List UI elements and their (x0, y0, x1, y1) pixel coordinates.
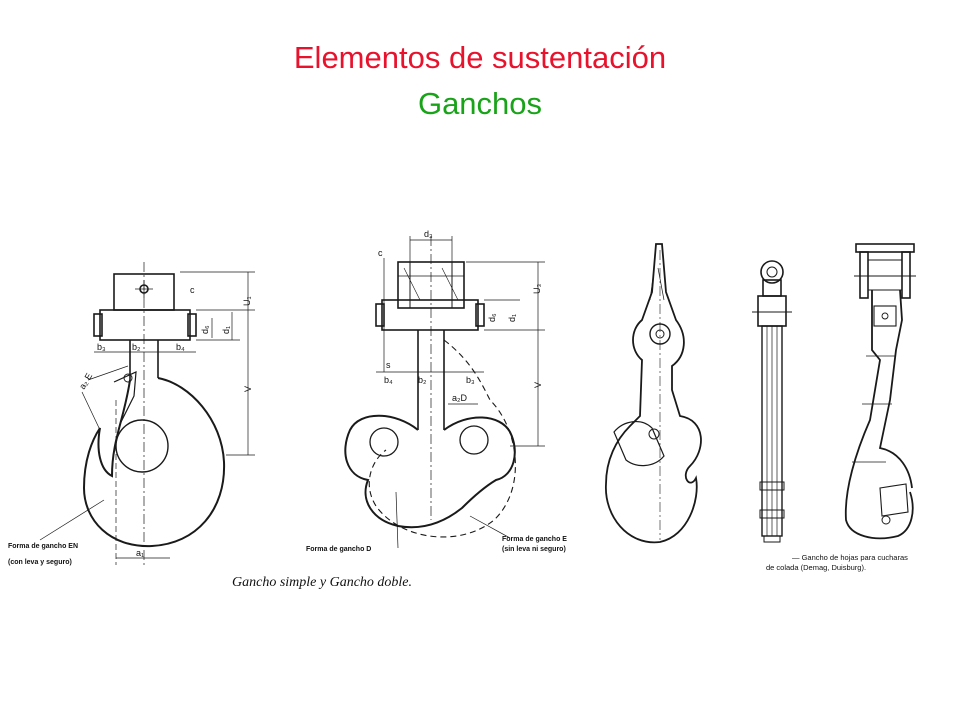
dim-b4: b₄ (176, 342, 185, 352)
simple-hook-dimensions: c U₁ d₆ d₁ b₃ b₂ b₄ a₂ E V a₁ Forma de g… (8, 285, 253, 566)
dim-c: c (378, 248, 383, 258)
double-hook-drawing (344, 236, 545, 549)
dim-b4: b₄ (384, 375, 393, 385)
dim-a2d: a₂D (452, 393, 467, 403)
slide-subtitle: Ganchos (417, 86, 543, 121)
dim-d6: d₆ (487, 313, 497, 322)
hook-en-label: Forma de gancho EN (8, 543, 78, 550)
dim-d6: d₆ (200, 325, 210, 334)
ladle-hook-caption: — Gancho de hojas para cucharas de colad… (766, 553, 908, 572)
dim-a1: a₁ (136, 548, 144, 558)
plate-hook-front-drawing (752, 260, 792, 543)
ladle-caption-line2: de colada (Demag, Duisburg). (766, 563, 866, 572)
dim-b3: b₃ (97, 342, 106, 352)
hook-e-sublabel: (sin leva ni seguro) (502, 546, 566, 553)
dim-b3: b₃ (466, 375, 475, 385)
double-hook-dimensions: d₃ c U₃ d₆ d₁ s b₄ b₂ b₃ a₂D V Forma de … (306, 229, 567, 553)
dim-v: V (533, 382, 543, 388)
dim-u3: U₃ (532, 284, 542, 294)
ladle-caption-line1: — Gancho de hojas para cucharas (792, 553, 908, 562)
simple-hook-drawing (39, 262, 255, 565)
dim-s: s (386, 360, 391, 370)
hook-e-label: Forma de gancho E (502, 536, 567, 543)
hook-d-label: Forma de gancho D (306, 546, 371, 553)
figure-caption: Gancho simple y Gancho doble. (232, 575, 412, 590)
dim-b2: b₂ (132, 342, 141, 352)
dim-v: V (243, 386, 253, 392)
dim-d1: d₁ (507, 314, 517, 322)
dim-c: c (190, 285, 195, 295)
hook-en-sublabel: (con leva y seguro) (8, 559, 72, 566)
dim-b2: b₂ (418, 375, 427, 385)
dim-d3: d₃ (424, 229, 433, 239)
dim-d1: d₁ (221, 326, 231, 334)
eye-hook-drawing (605, 243, 702, 544)
dim-a2e: a₂ E (77, 371, 94, 391)
dim-u1: U₁ (242, 296, 252, 306)
plate-hook-side-drawing (844, 243, 916, 540)
slide-title: Elementos de sustentación (293, 40, 667, 75)
